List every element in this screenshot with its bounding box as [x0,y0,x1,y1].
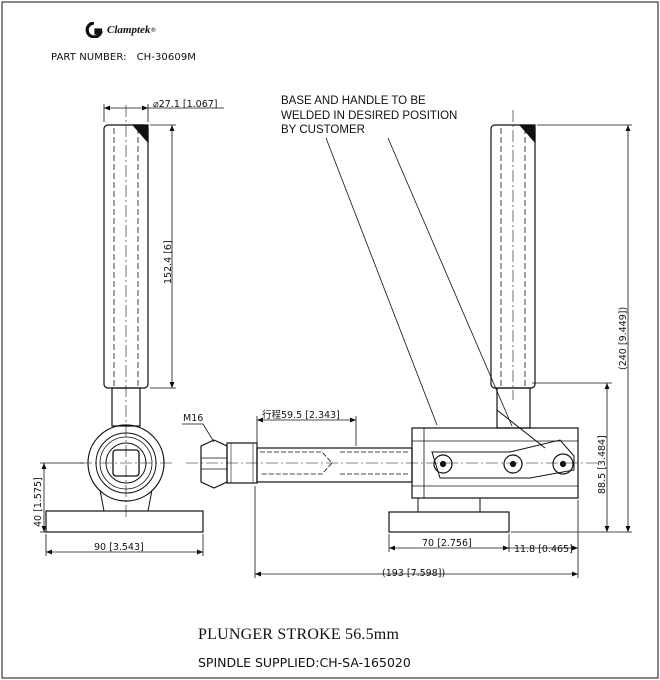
clamptek-logo-icon [85,22,104,38]
note-leaders [325,137,513,427]
pivot-rear [552,453,574,475]
dim-overall-length: (193 [7.598]) [382,568,445,579]
side-handle-chamfer [131,124,149,144]
side-view [45,105,204,533]
side-dimensions [40,104,224,556]
part-number: PART NUMBER: CH-30609M [51,52,196,63]
dim-thread: M16 [183,413,203,424]
note-line-3: BY CUSTOMER [281,124,365,136]
note-line-1: BASE AND HANDLE TO BE [281,95,426,107]
dim-side-base-width: 90 [3.543] [94,542,144,553]
dim-base-width: 70 [2.756] [422,538,472,549]
pivot-front [433,454,453,474]
brand-name: Clamptek [107,24,151,36]
dim-end-offset: 11.8 [0.465] [514,544,573,555]
plunger-rod [256,447,413,483]
brand-mark: ® [150,26,157,34]
front-dimensions [182,124,632,578]
pivot-middle [503,454,523,474]
dim-handle-length: 152.4 [6] [163,240,174,284]
part-number-label: PART NUMBER: [51,52,127,63]
dim-stroke: 行程59.5 [2.343] [262,409,340,421]
dim-handle-diameter: ⌀27.1 [1.067] [153,99,218,110]
part-number-value: CH-30609M [136,52,197,63]
side-square-bore [112,449,140,477]
spindle-supplied: SPINDLE SUPPLIED:CH-SA-165020 [198,655,411,670]
front-base-plate [388,511,510,533]
dim-overall-height: (240 [9.449]) [618,307,629,370]
handle-stem [496,387,531,429]
plunger-stroke: PLUNGER STROKE 56.5mm [198,626,400,643]
clamp-body [411,427,579,499]
hex-nut [200,439,228,489]
side-handle-stem [111,387,141,427]
dim-body-height: 88.5 [3.484] [597,435,608,494]
note-line-2: WELDED IN DESIRED POSITION [281,110,457,122]
front-view [186,110,600,533]
side-base-plate [45,510,204,533]
brand-logo: Clamptek® [84,22,156,38]
dim-side-height: 40 [1.575] [33,477,44,527]
